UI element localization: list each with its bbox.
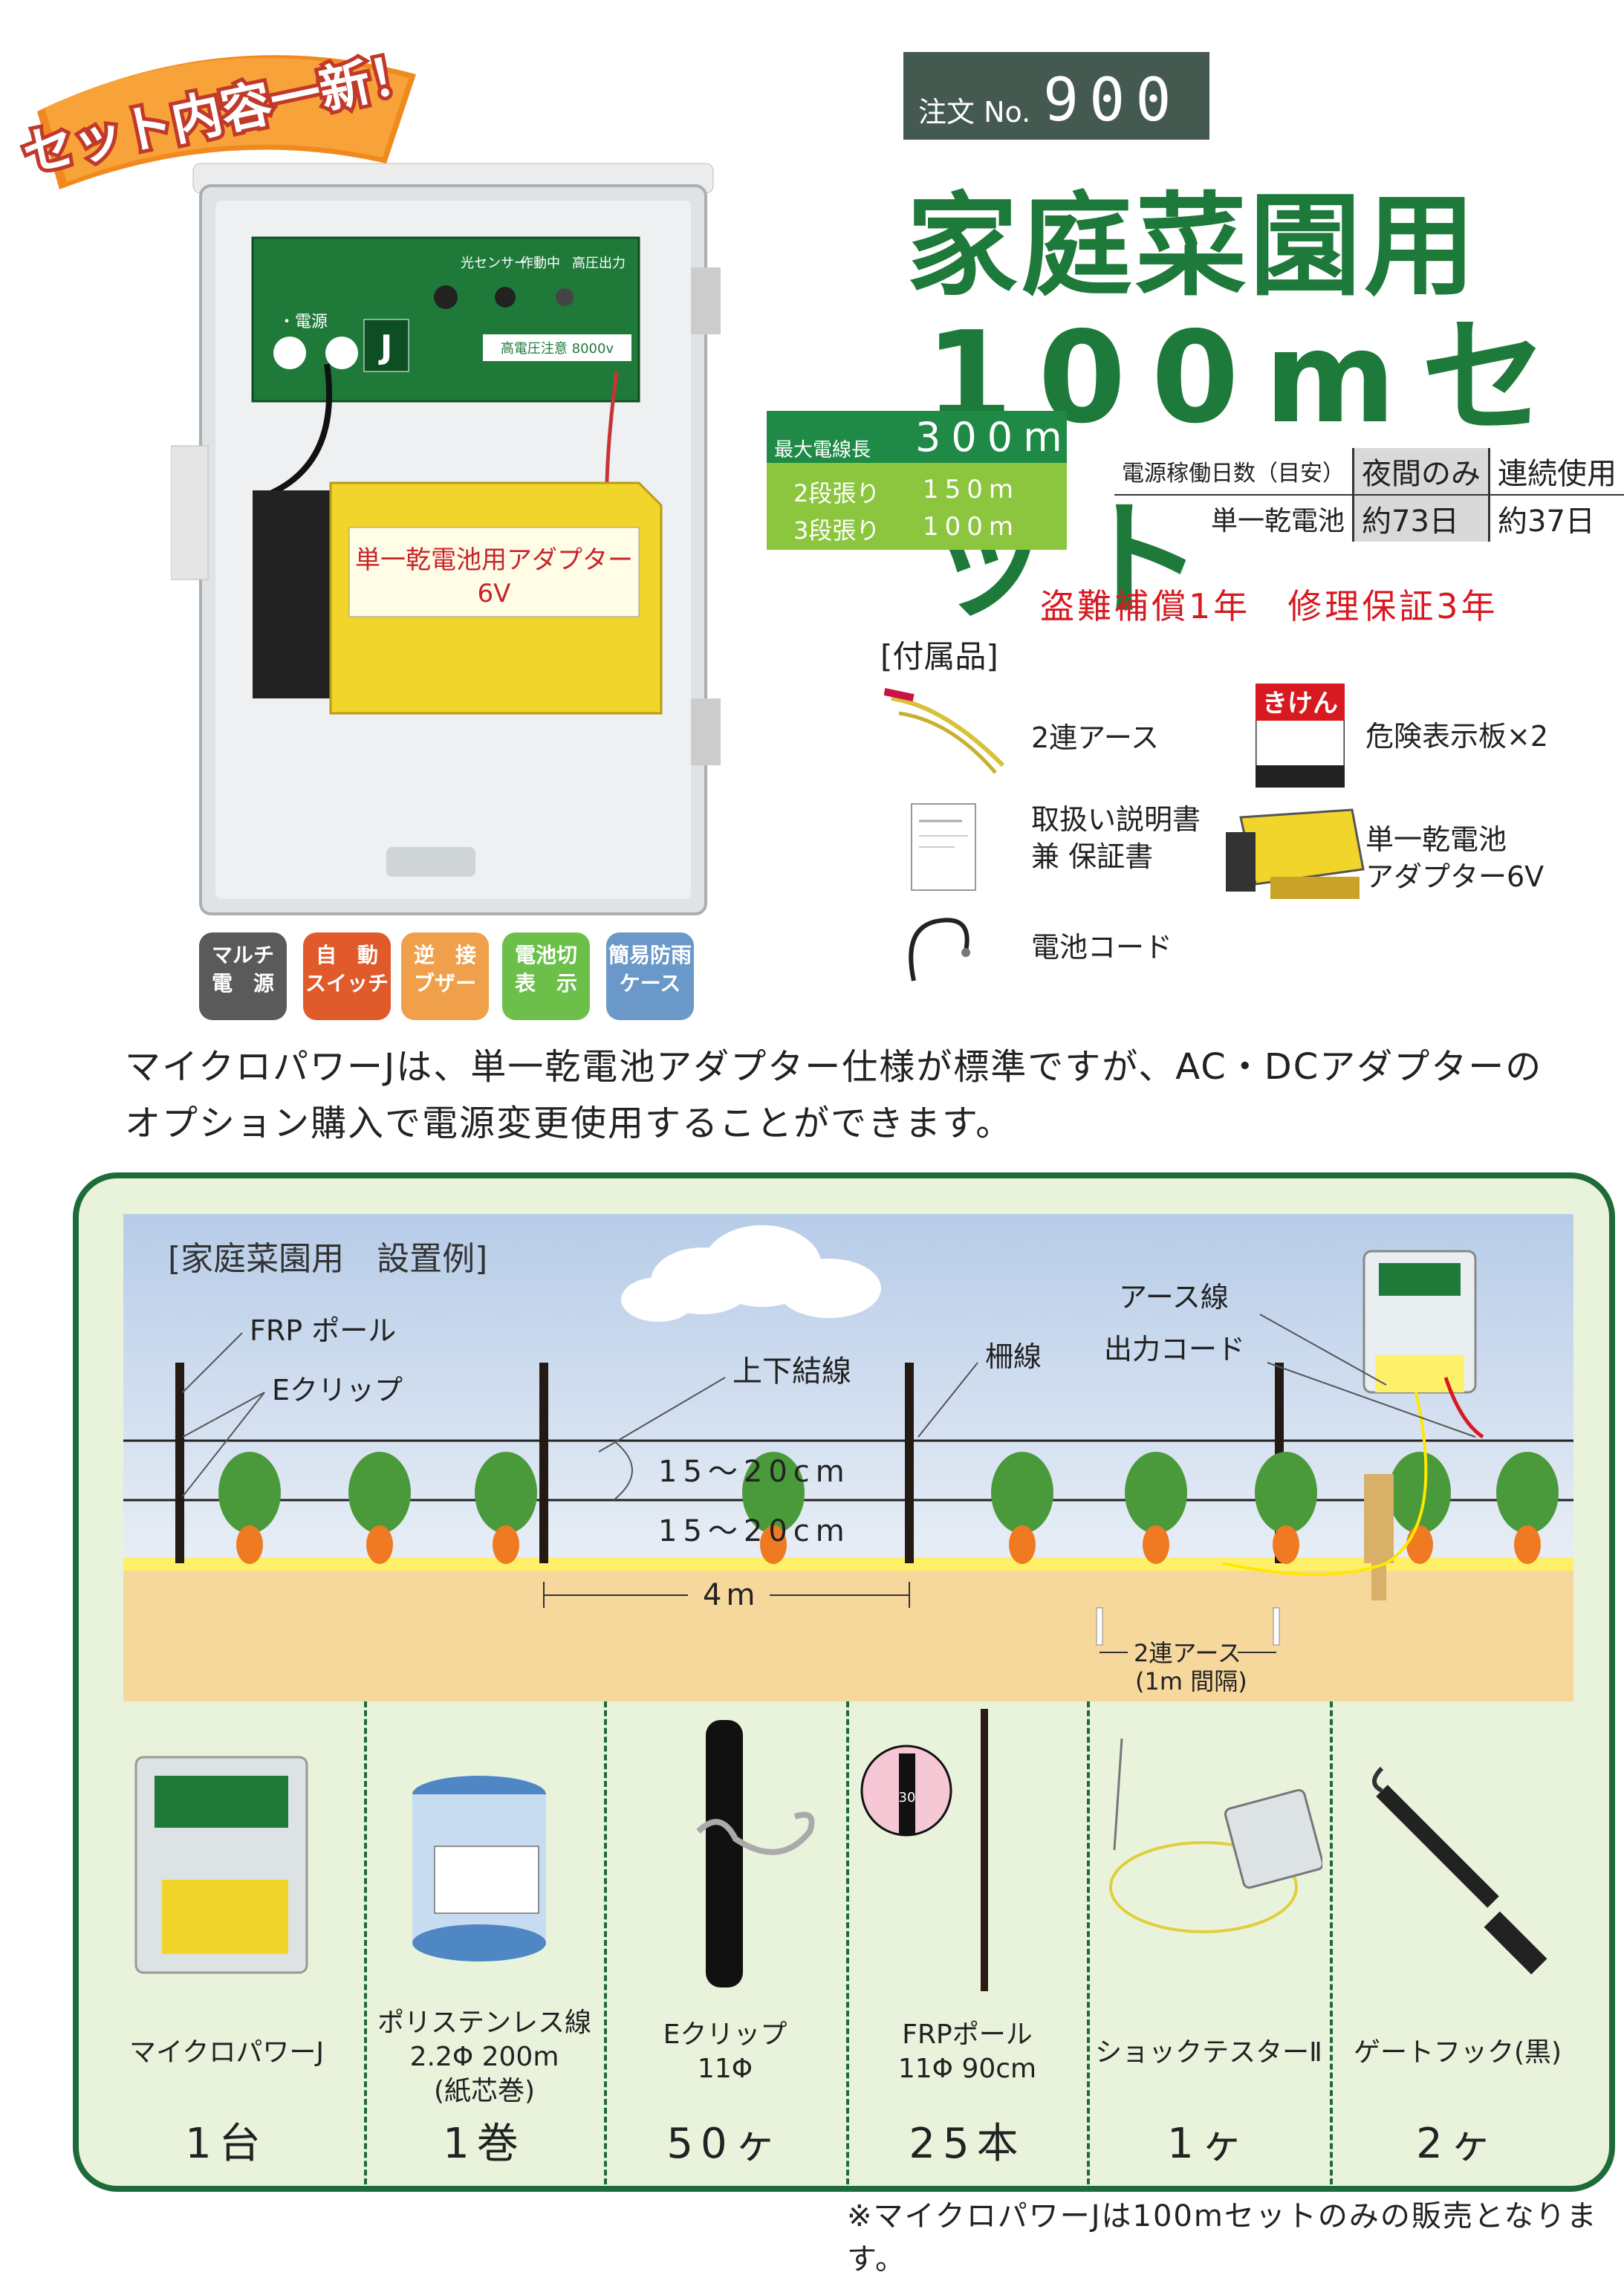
label-output-cord: 出力コード [1104,1333,1245,1366]
board-hv-warning: 高電圧注意 8000v [501,341,614,357]
item-image-frp-pole: 30 [854,1709,1003,1991]
label-gap2: 15～20cm [658,1514,851,1548]
two-stage-value: 150m [923,475,1019,504]
pole-tag-text: 30 [899,1790,916,1805]
label-frp-pole: FRP ポール [250,1314,396,1347]
installation-scene: [家庭菜園用 設置例] FRP ポール Eクリップ 上下結線 柵線 アース線 出… [123,1214,1573,1701]
item-name-micro-power: マイクロパワーJ [89,2036,364,2070]
three-stage-label: 3段張り [793,512,880,546]
feature-rain-case: 簡易防雨 ケース [606,932,694,1020]
accessories-title: [付属品] [880,632,998,677]
item-qty-shock-tester: 1ヶ [1088,2110,1329,2170]
max-length-value: 300m [915,414,1073,461]
col-night-only: 夜間のみ [1354,448,1490,495]
board-active-label: 作動中 [520,256,560,271]
item-qty-frp-pole: 25本 [848,2110,1087,2170]
power-duration-table: 電源稼働日数（目安） 夜間のみ 連続使用 単一乾電池 約73日 約37日 [1114,448,1624,542]
item-image-e-clip [669,1720,832,1987]
item-name-e-clip: Eクリップ 11Φ [605,2018,845,2086]
item-qty-micro-power: 1台 [89,2110,364,2170]
label-gap1: 15～20cm [658,1455,851,1489]
feature-multi-power: マルチ 電 源 [199,932,287,1020]
board-sensor-label: 光センサー [461,256,527,271]
order-number: 900 [1043,65,1182,134]
label-earth-interval: (1m 間隔) [1135,1667,1247,1695]
danger-sign-image: きけん [1256,684,1345,788]
board-hv-label: 高圧出力 [572,256,626,271]
accessory-manual: 取扱い説明書 兼 保証書 [1031,801,1201,875]
accessory-earth: 2連アース [1031,719,1159,756]
label-fence-wire: 柵線 [985,1340,1042,1373]
order-label: 注文 No. [918,89,1030,130]
item-image-gate-hook [1360,1753,1582,1999]
item-qty-wire: 1巻 [366,2110,603,2170]
battery-adapter-image [1226,802,1367,906]
footnote: ※マイクロパワーJは100mセットのみの販売となります。 [847,2192,1624,2278]
label-span: 4m [703,1578,759,1612]
accessory-battery-adapter: 単一乾電池 アダプター6V [1365,821,1544,895]
accessory-danger-sign: 危険表示板×2 [1365,718,1548,755]
description: マイクロパワーJは、単一乾電池アダプター仕様が標準ですが、AC・DCアダプターの… [125,1039,1542,1152]
label-tie-wire: 上下結線 [733,1354,851,1389]
manual-image [910,802,977,892]
battery-label: 単一乾電池 [1114,495,1354,542]
item-image-shock-tester [1100,1739,1322,1961]
three-stage-value: 100m [923,512,1019,542]
item-name-gate-hook: ゲートフック(黒) [1331,2036,1584,2070]
continuous-days: 約37日 [1490,495,1624,542]
night-only-days: 約73日 [1354,495,1490,542]
feature-battery-indicator: 電池切 表 示 [502,932,590,1020]
label-earth: 2連アース [1134,1639,1241,1667]
item-name-shock-tester: ショックテスターⅡ [1088,2036,1329,2070]
item-qty-gate-hook: 2ヶ [1331,2110,1584,2170]
description-line1: マイクロパワーJは、単一乾電池アダプター仕様が標準ですが、AC・DCアダプターの [125,1039,1542,1095]
two-stage-label: 2段張り [793,475,880,509]
item-name-frp-pole: FRPポール 11Φ 90cm [848,2018,1087,2086]
board-power-label: ・電源 [279,313,328,331]
feature-reverse-buzzer: 逆 接 ブザー [401,932,489,1020]
adapter-volt: 6V [478,579,511,609]
earth-rod-image [884,684,1010,780]
order-number-box: 注文 No. 900 [903,52,1209,140]
item-image-micro-power [132,1753,311,1976]
feature-auto-switch: 自 動 スイッチ [303,932,391,1020]
description-line2: オプション購入で電源変更使用することができます。 [125,1095,1542,1152]
micro-power-j-device-image: 光センサー 作動中 高圧出力 ・電源 J 高電圧注意 8000v 単一乾電池用ア… [171,149,743,921]
scene-title: [家庭菜園用 設置例] [168,1240,487,1278]
label-e-clip: Eクリップ [272,1374,403,1406]
item-image-wire-spool [405,1772,553,1965]
sign-danger-text: きけん [1262,689,1338,718]
warranty-text: 盗難補償1年 修理保証3年 [1040,580,1498,629]
col-continuous: 連続使用 [1490,448,1624,495]
board-j-label: J [378,328,392,366]
item-name-wire: ポリステンレス線 2.2Φ 200m (紙芯巻) [366,2006,603,2109]
wire-length-spec: 最大電線長 300m 2段張り 150m 3段張り 100m [767,411,1067,550]
battery-cord-image [899,906,981,988]
max-length-label: 最大電線長 [774,435,871,462]
row-header-label: 電源稼働日数（目安） [1114,448,1354,495]
label-earth-wire: アース線 [1119,1281,1229,1314]
accessory-battery-cord: 電池コード [1031,929,1172,966]
adapter-title: 単一乾電池用アダプター [355,545,633,575]
item-qty-e-clip: 50ヶ [605,2110,845,2170]
